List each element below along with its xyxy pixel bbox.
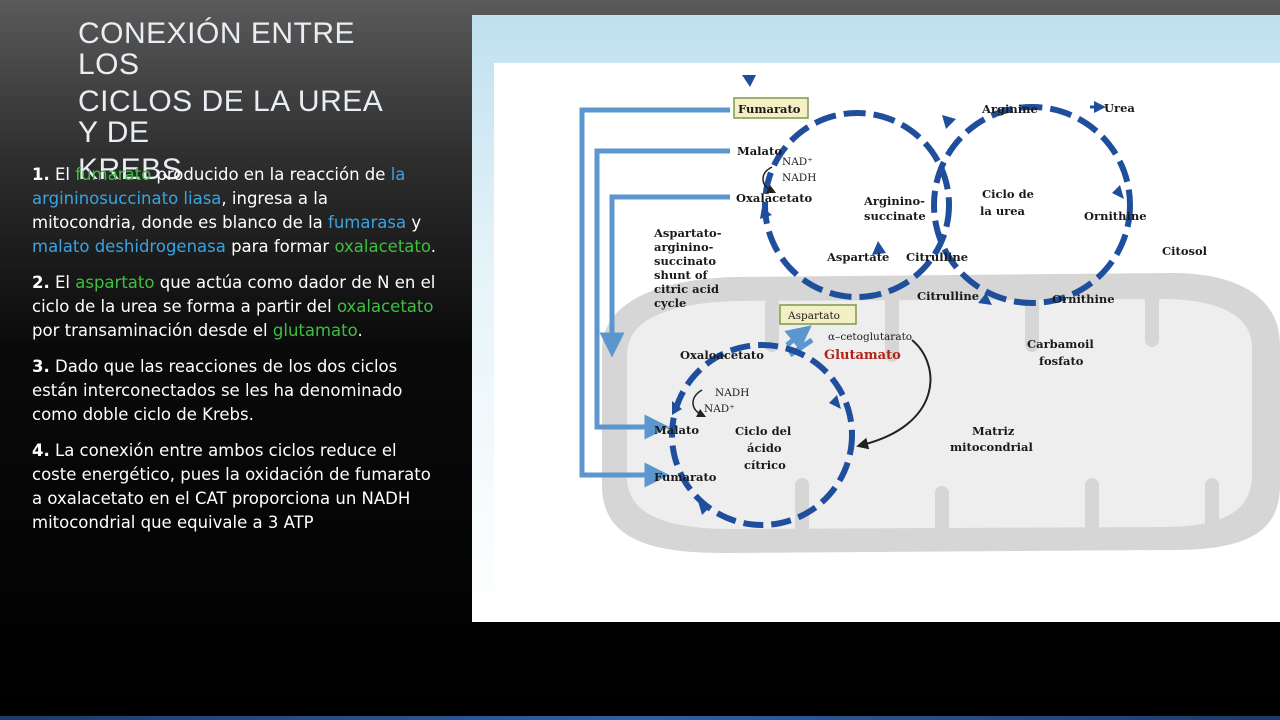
point-text: . — [357, 321, 363, 340]
highlighted-term: glutamato — [272, 321, 358, 340]
label-shunt-4: shunt of — [654, 268, 709, 282]
point-paragraph: 1. El fumarato producido en la reacción … — [32, 163, 437, 259]
label-ciclo-citrico-1: Ciclo del — [735, 424, 792, 438]
label-oxaloacetato: Oxaloacetato — [680, 348, 764, 362]
label-oxalacetato-top: Oxalacetato — [736, 191, 813, 205]
label-shunt-6: cycle — [654, 296, 686, 310]
point-text: Dado que las reacciones de los dos ciclo… — [32, 357, 403, 424]
point-text: y — [406, 213, 422, 232]
point-text: La conexión entre ambos ciclos reduce el… — [32, 441, 431, 532]
title-line: CONEXIÓN ENTRE LOS — [78, 17, 356, 81]
label-arginino-2: succinate — [864, 209, 926, 223]
label-nad-plus-bottom: NAD⁺ — [704, 403, 735, 415]
label-ornithine-bottom: Ornithine — [1052, 292, 1115, 306]
label-arginino-1: Arginino- — [863, 194, 925, 208]
label-aspartato-box: Aspartato — [787, 310, 840, 322]
diagram-svg: Fumarato Malato NAD⁺ NADH Oxalacetato Ar… — [494, 63, 1280, 622]
point-text: por transaminación desde el — [32, 321, 273, 340]
label-shunt-3: succinato — [654, 254, 716, 268]
point-number: 4. — [32, 441, 50, 460]
label-aspartate: Aspartate — [826, 250, 889, 264]
highlighted-term: aspartato — [75, 273, 155, 292]
label-urea: Urea — [1104, 101, 1135, 115]
glutamato-return-arrow — [856, 339, 932, 450]
label-ciclo-citrico-3: cítrico — [744, 458, 786, 472]
label-carbamoil-1: Carbamoil — [1027, 337, 1094, 351]
connector-oxalacetato — [599, 194, 730, 358]
point-paragraph: 2. El aspartato que actúa como dador de … — [32, 271, 437, 343]
label-nadh-top: NADH — [782, 172, 816, 184]
urea-cycle-right-circle — [931, 104, 1133, 306]
mitochondria-cristae — [765, 292, 1219, 536]
label-ciclo-urea-2: la urea — [980, 204, 1026, 218]
connector-fumarato-to-fumarato — [579, 107, 730, 488]
point-number: 2. — [32, 273, 50, 292]
label-alpha-ceto: α–cetoglutarato — [828, 331, 912, 343]
connector-malato — [594, 148, 730, 440]
highlighted-term: fumarato — [75, 165, 152, 184]
title-line: CICLOS DE LA UREA Y DE — [78, 85, 382, 149]
urea-krebs-diagram: Fumarato Malato NAD⁺ NADH Oxalacetato Ar… — [472, 15, 1280, 622]
point-text: para formar — [225, 237, 335, 256]
point-text: , ingresa a la mitocondria, donde es bla… — [32, 189, 329, 232]
label-fumarato-top: Fumarato — [738, 102, 801, 116]
fumarato-box — [733, 97, 809, 119]
mitochondria-matrix — [627, 299, 1252, 529]
point-text: que actúa como dador de N en el ciclo de… — [32, 273, 436, 316]
point-text: . — [430, 237, 436, 256]
label-ornithine-top: Ornithine — [1084, 209, 1147, 223]
nad-arrow-top — [762, 166, 777, 194]
connector-glutamato-aspartato — [784, 325, 812, 351]
point-number: 3. — [32, 357, 50, 376]
point-paragraph: 3. Dado que las reacciones de los dos ci… — [32, 355, 437, 427]
label-ciclo-citrico-2: ácido — [747, 441, 782, 455]
cycle-arrowheads — [672, 75, 1124, 515]
label-matriz-2: mitocondrial — [950, 440, 1033, 454]
urea-cycle-left-circle — [762, 110, 952, 300]
title-line: KREBS — [78, 153, 183, 186]
label-citrulline-bottom: Citrulline — [917, 289, 979, 303]
citric-cycle-circle — [669, 342, 855, 528]
label-shunt-2: arginino- — [654, 240, 714, 254]
bottom-accent-bar — [0, 716, 1280, 720]
label-malato-bottom: Malato — [654, 423, 699, 437]
point-text: producido en la reacción de — [151, 165, 391, 184]
label-shunt-1: Aspartato- — [653, 226, 722, 240]
label-glutamato: Glutamato — [824, 348, 901, 363]
slide-body: 1. El fumarato producido en la reacción … — [32, 163, 437, 547]
label-carbamoil-2: fosfato — [1039, 354, 1084, 368]
highlighted-term: oxalacetato — [334, 237, 431, 256]
label-shunt-5: citric acid — [654, 282, 719, 296]
label-matriz-1: Matriz — [972, 424, 1015, 438]
label-citrulline-top: Citrulline — [906, 250, 968, 264]
point-number: 1. — [32, 165, 50, 184]
nad-arrow-bottom — [692, 389, 707, 418]
point-paragraph: 4. La conexión entre ambos ciclos reduce… — [32, 439, 437, 535]
connector-arrows — [579, 107, 814, 488]
label-arginine: Arginine — [981, 102, 1038, 116]
label-ciclo-urea-1: Ciclo de — [982, 187, 1034, 201]
label-citosol: Citosol — [1162, 244, 1208, 258]
highlighted-term: oxalacetato — [336, 297, 434, 316]
label-nad-plus-top: NAD⁺ — [782, 156, 813, 168]
label-fumarato-bottom: Fumarato — [654, 470, 717, 484]
highlighted-term: malato deshidrogenasa — [32, 237, 226, 256]
point-text: El — [49, 273, 76, 292]
highlighted-term: la argininosuccinato liasa — [32, 165, 406, 208]
point-text: El — [49, 165, 76, 184]
aspartato-box — [779, 304, 857, 325]
label-nadh-bottom: NADH — [715, 387, 749, 399]
highlighted-term: fumarasa — [328, 213, 407, 232]
label-malato-top: Malato — [737, 144, 782, 158]
